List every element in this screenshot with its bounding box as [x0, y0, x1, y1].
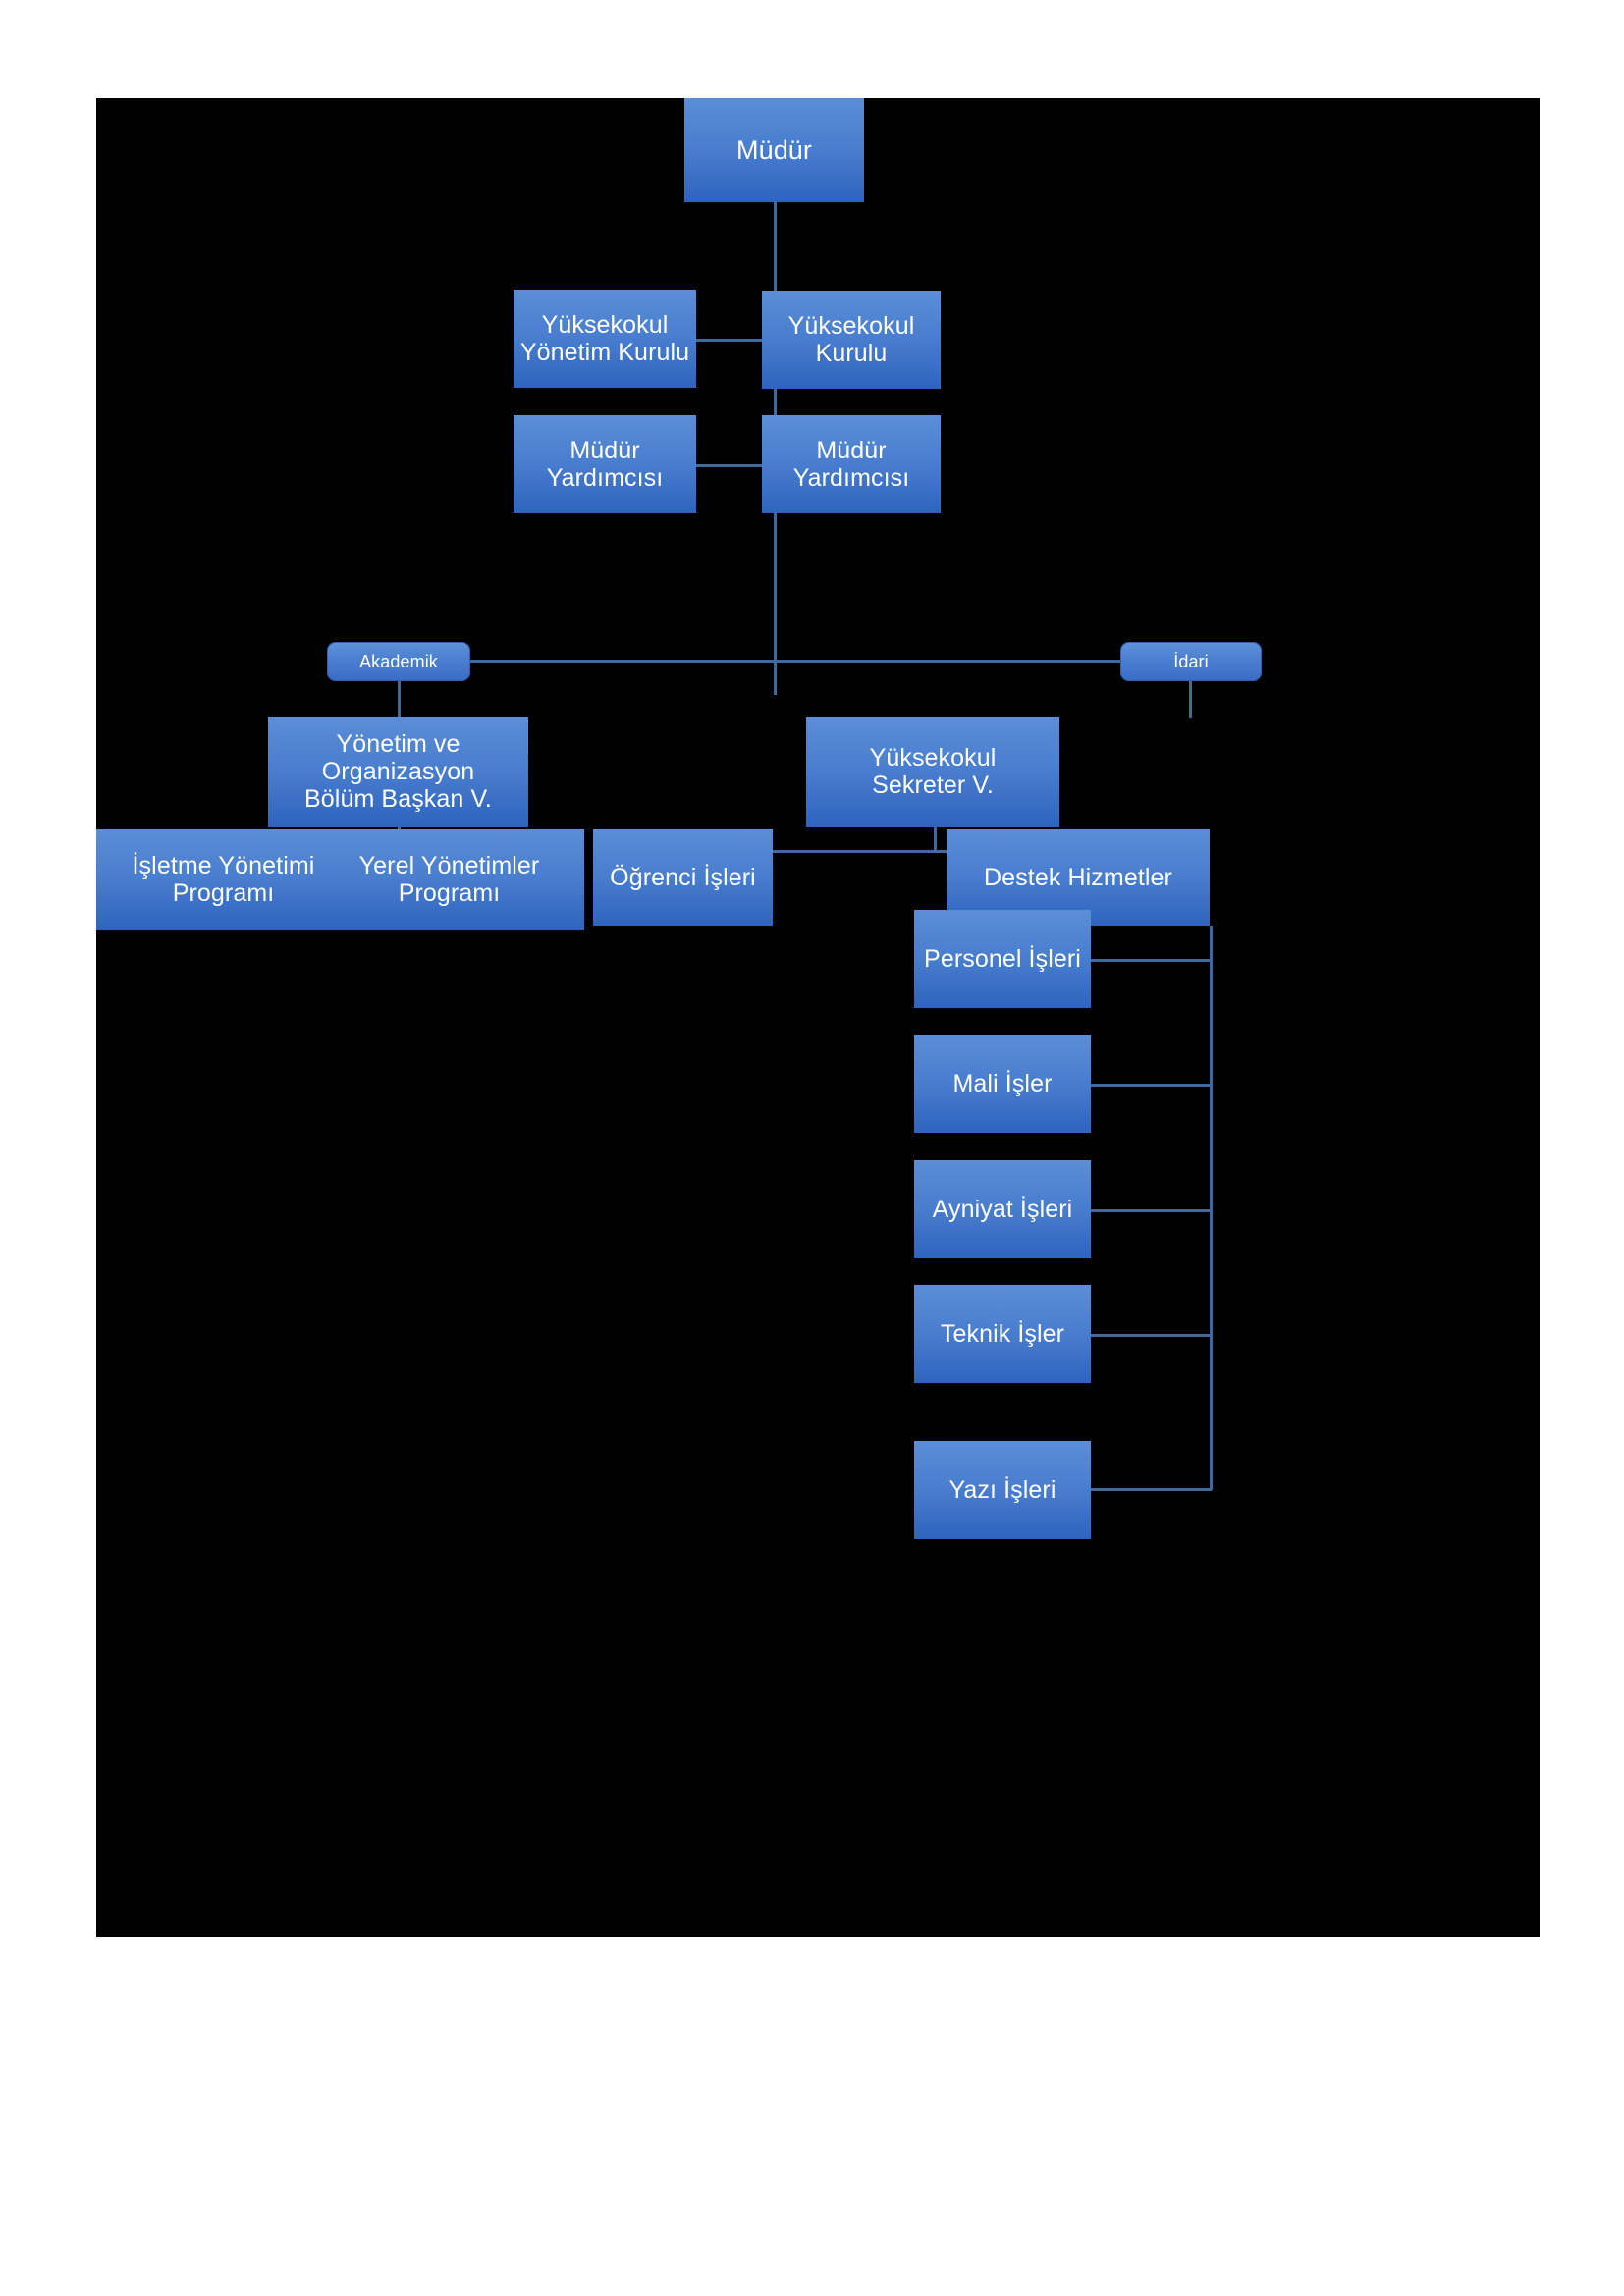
node-academic-tag[interactable]: Akademik [327, 642, 470, 681]
connector-bar-to-academic [399, 660, 775, 663]
node-director[interactable]: Müdür [684, 98, 864, 202]
connector-support-to-correspondence [1091, 1488, 1212, 1491]
connector-support-spine [1210, 926, 1213, 1490]
node-financial-affairs[interactable]: Mali İşler [914, 1035, 1091, 1133]
connector-administrative-to-secretary [1189, 681, 1192, 718]
node-vice-director-right[interactable]: Müdür Yardımcısı [762, 415, 941, 513]
node-school-secretary[interactable]: Yüksekokul Sekreter V. [806, 717, 1059, 827]
connector-secretary-crossbar [683, 850, 1135, 853]
org-chart-canvas: Müdür Yüksekokul Yönetim Kurulu Yüksekok… [96, 98, 1540, 1937]
connector-bar-to-administrative [774, 660, 1189, 663]
node-local-governments-program[interactable]: Yerel Yönetimler Programı [314, 829, 584, 930]
connector-academic-to-department [398, 681, 401, 718]
connector-support-to-technical [1091, 1334, 1212, 1337]
connector-director-to-executive-board [696, 339, 775, 342]
connector-support-to-inventory [1091, 1209, 1212, 1212]
node-support-services[interactable]: Destek Hizmetler [947, 829, 1210, 926]
node-technical-affairs[interactable]: Teknik İşler [914, 1285, 1091, 1383]
node-administrative-tag[interactable]: İdari [1120, 642, 1262, 681]
connector-support-to-financial [1091, 1084, 1212, 1087]
node-inventory-affairs[interactable]: Ayniyat İşleri [914, 1160, 1091, 1258]
node-student-affairs[interactable]: Öğrenci İşleri [593, 829, 773, 926]
node-department-head[interactable]: Yönetim ve Organizasyon Bölüm Başkan V. [268, 717, 528, 827]
node-correspondence-affairs[interactable]: Yazı İşleri [914, 1441, 1091, 1539]
connector-secretary-stem [934, 827, 937, 853]
node-business-management-program[interactable]: İşletme Yönetimi Programı [96, 829, 358, 930]
connector-director-to-vice-left [696, 464, 775, 467]
node-personnel-affairs[interactable]: Personel İşleri [914, 910, 1091, 1008]
connector-support-to-personnel [1091, 959, 1212, 962]
node-school-board[interactable]: Yüksekokul Kurulu [762, 291, 941, 389]
node-school-executive-board[interactable]: Yüksekokul Yönetim Kurulu [514, 290, 696, 388]
node-vice-director-left[interactable]: Müdür Yardımcısı [514, 415, 696, 513]
